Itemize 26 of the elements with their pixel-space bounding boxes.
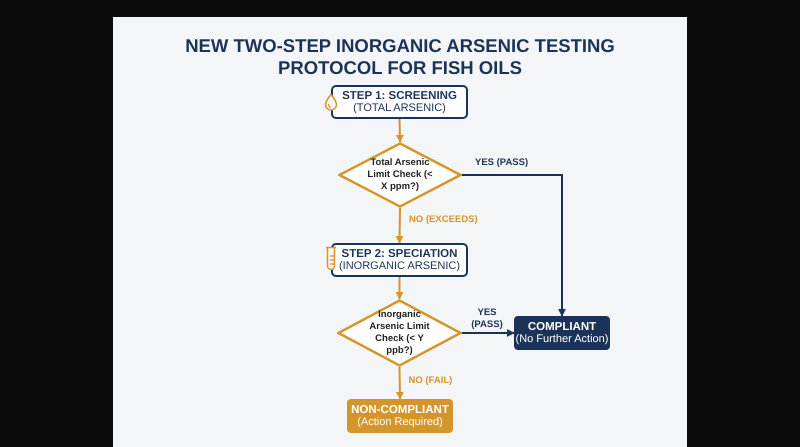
box-heading: STEP 1: SCREENING	[342, 90, 457, 102]
result-box	[347, 399, 453, 433]
result-box	[514, 316, 610, 350]
decision-text: Inorganic Arsenic Limit Check (< Y ppb?)	[368, 309, 431, 357]
arrow	[396, 208, 404, 244]
arrow	[462, 329, 515, 337]
title: NEW TWO-STEP INORGANIC ARSENIC TESTING PROTOCOL FOR FISH OILS	[184, 35, 616, 79]
process-box	[331, 85, 468, 119]
arrow	[396, 118, 404, 143]
decision-diamond	[338, 142, 462, 208]
arrow	[462, 174, 566, 317]
box-heading: NON-COMPLIANT	[351, 404, 449, 416]
decision-diamond	[337, 299, 462, 367]
decision-text: Total Arsenic Limit Check (< X ppm?)	[366, 157, 434, 193]
box-subtext: (No Further Action)	[516, 333, 608, 345]
box-heading: COMPLIANT	[528, 321, 596, 333]
box-heading: STEP 2: SPECIATION	[342, 248, 458, 260]
edge-label: NO (EXCEEDS)	[408, 214, 479, 226]
box-subtext: (INORGANIC ARSENIC)	[338, 260, 460, 272]
process-box	[331, 243, 468, 277]
edge-label: YES (PASS)	[474, 157, 530, 169]
box-subtext: (Action Required)	[357, 416, 443, 428]
arrow	[396, 277, 404, 300]
box-subtext: (TOTAL ARSENIC)	[353, 102, 446, 114]
arrow	[396, 366, 404, 400]
edge-label: NO (FAIL)	[408, 375, 454, 387]
